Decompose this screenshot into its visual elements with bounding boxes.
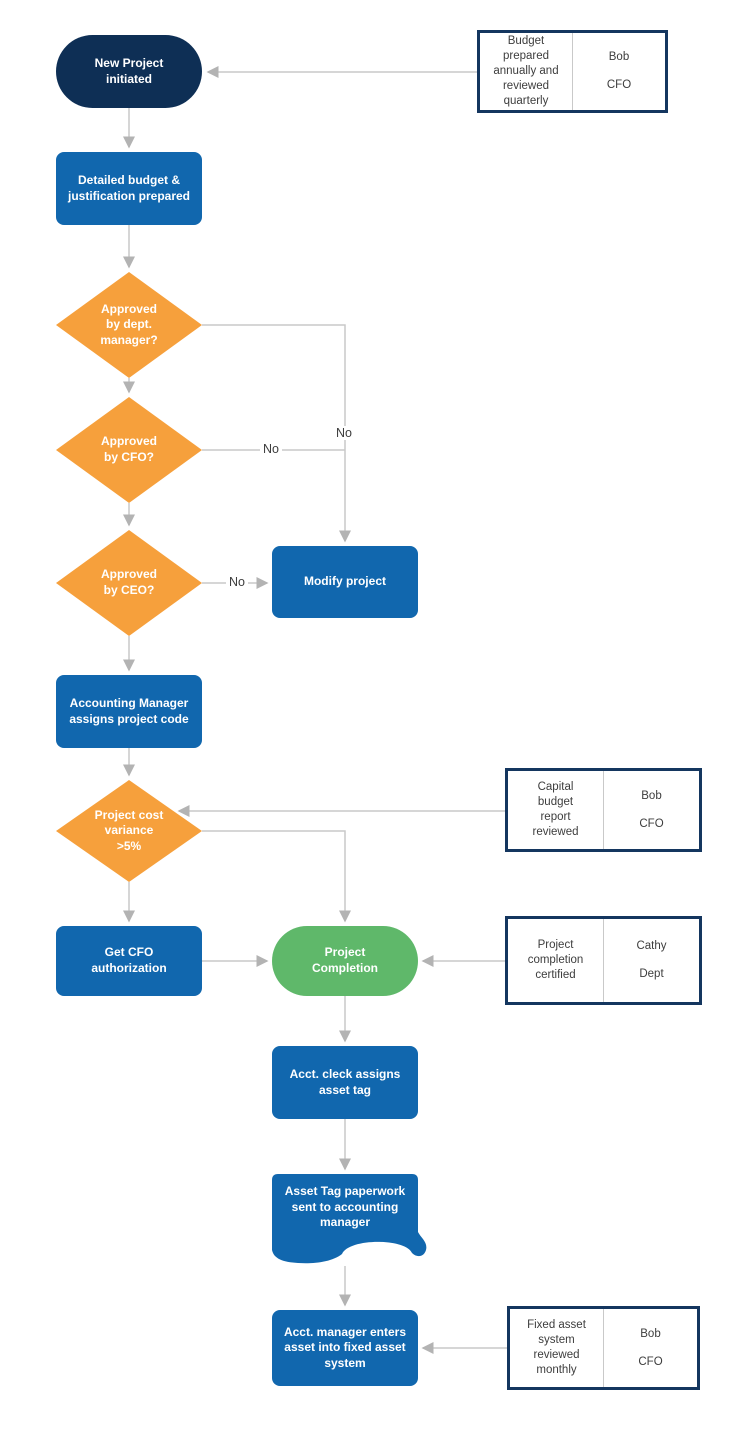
annotation-budget-prepared: Budget prepared annually and reviewed qu… xyxy=(477,30,668,113)
node-modify-project: Modify project xyxy=(272,546,418,618)
edge-label-no-ceo: No xyxy=(226,575,248,589)
edge-label-no-cfo: No xyxy=(260,442,282,456)
node-new-project-initiated: New Project initiated xyxy=(56,35,202,108)
node-detailed-budget: Detailed budget & justification prepared xyxy=(56,152,202,225)
annotation-owner: Bob CFO xyxy=(573,33,665,110)
annotation-person: Bob xyxy=(608,51,630,64)
node-acct-cleck-assigns-asset-tag: Acct. cleck assigns asset tag xyxy=(272,1046,418,1119)
annotation-completion-certified: Project completion certified Cathy Dept xyxy=(505,916,702,1005)
annotation-role: CFO xyxy=(639,817,664,830)
annotation-note: Project completion certified xyxy=(508,919,604,1002)
annotation-owner: Bob CFO xyxy=(604,771,699,849)
node-asset-tag-paperwork-document: Asset Tag paperwork sent to accounting m… xyxy=(272,1174,428,1268)
annotation-fixed-asset-system: Fixed asset system reviewed monthly Bob … xyxy=(507,1306,700,1390)
document-shape xyxy=(272,1174,427,1264)
edge-variance-to-completion xyxy=(202,830,351,923)
node-get-cfo-authorization: Get CFO authorization xyxy=(56,926,202,996)
document-label: Asset Tag paperwork sent to accounting m… xyxy=(284,1184,406,1230)
annotation-person: Cathy xyxy=(636,940,667,953)
annotation-note: Budget prepared annually and reviewed qu… xyxy=(480,33,573,110)
edge-dept-no-to-modify xyxy=(202,324,351,543)
annotation-capital-budget: Capital budget report reviewed Bob CFO xyxy=(505,768,702,852)
annotation-role: CFO xyxy=(606,79,632,91)
annotation-owner: Cathy Dept xyxy=(604,919,699,1002)
node-acct-manager-enters-asset: Acct. manager enters asset into fixed as… xyxy=(272,1310,418,1386)
node-accounting-manager-assigns-code: Accounting Manager assigns project code xyxy=(56,675,202,748)
annotation-role: Dept xyxy=(639,968,664,980)
annotation-note: Fixed asset system reviewed monthly xyxy=(510,1309,604,1387)
annotation-note: Capital budget report reviewed xyxy=(508,771,604,849)
node-project-completion: Project Completion xyxy=(272,926,418,996)
annotation-person: Bob xyxy=(640,1327,661,1340)
annotation-person: Bob xyxy=(641,789,662,802)
annotation-role: CFO xyxy=(638,1355,663,1368)
annotation-owner: Bob CFO xyxy=(604,1309,697,1387)
edge-label-no-dept: No xyxy=(333,426,355,440)
